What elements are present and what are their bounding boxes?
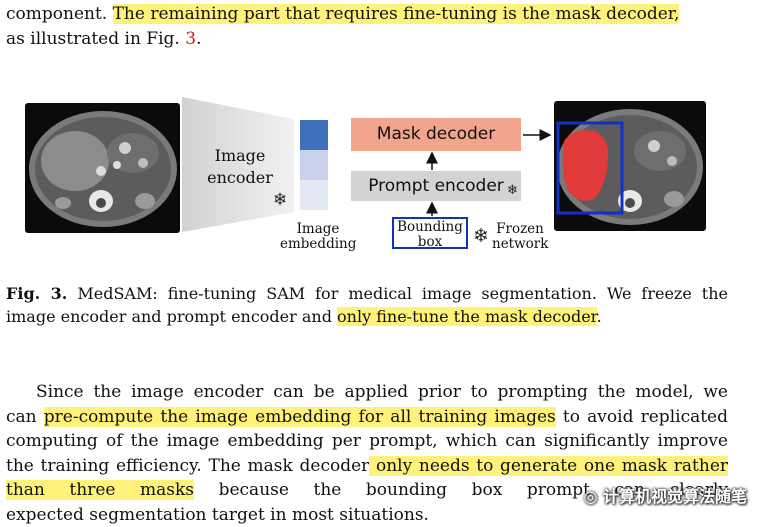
body-line3: computing of the image embedding per pro… (6, 431, 728, 451)
body-line5-post: because the bounding box prompt can clea… (194, 480, 728, 500)
watermark-icon: ◎ (583, 487, 603, 506)
medsam-figure: Image encoder ❄ Image embedding Mask dec… (0, 95, 757, 260)
image-embedding-label: Image embedding (280, 221, 357, 252)
watermark: ◎ 计算机视觉算法随笔 (583, 487, 747, 506)
embedding-cell-bottom (300, 180, 328, 210)
legend-snowflake-icon: ❄ (473, 225, 489, 247)
segmentation-mask (562, 130, 609, 201)
output-segmentation-image (554, 101, 706, 231)
encoder-frozen-snowflake-icon: ❄ (273, 190, 288, 210)
prompt-encoder-block: Prompt encoder (351, 171, 521, 201)
caption-highlight: only fine-tune the mask decoder (337, 307, 597, 326)
body-line4-plain: the training efficiency. The mask decode… (6, 455, 370, 476)
top-text-line2: as illustrated in Fig. (6, 28, 186, 49)
figure-reference-link[interactable]: 3 (185, 28, 197, 49)
caption-text-end: . (596, 307, 602, 326)
figure-caption: Fig. 3. MedSAM: fine-tuning SAM for medi… (6, 282, 728, 328)
top-text-line2-end: . (196, 28, 202, 49)
caption-text-line2: image encoder and prompt encoder and (6, 307, 338, 326)
flow-arrows (426, 129, 552, 216)
embedding-cell-mid (300, 150, 328, 180)
caption-text-line1: MedSAM: fine-tuning SAM for medical imag… (67, 284, 729, 303)
image-encoder-block (182, 97, 294, 232)
top-text-plain: component. (6, 4, 113, 24)
body-highlight-precompute: pre-compute the image embedding for all … (43, 406, 556, 427)
top-text-highlight: The remaining part that requires fine-tu… (112, 4, 680, 24)
mask-decoder-block: Mask decoder (351, 118, 521, 151)
bounding-box-prompt: Bounding box (392, 217, 468, 250)
body-highlight-three-masks: than three masks (6, 480, 195, 500)
body-line1: Since the image encoder can be applied p… (36, 382, 728, 402)
caption-label: Fig. 3. (6, 284, 68, 303)
top-paragraph: component. The remaining part that requi… (6, 2, 728, 51)
embedding-cell-top (300, 120, 328, 150)
body-line6: expected segmentation target in most sit… (6, 504, 429, 525)
body-highlight-one-mask: only needs to generate one mask rather (369, 455, 729, 476)
body-paragraph: Since the image encoder can be applied p… (6, 380, 729, 527)
input-ct-image (25, 103, 180, 233)
body-line2-post: to avoid replicated (555, 406, 728, 427)
image-embedding-stack (300, 120, 328, 210)
image-encoder-label: Image encoder (207, 146, 273, 187)
frozen-network-legend: Frozen network (492, 221, 549, 252)
prompt-frozen-snowflake-icon: ❄ (507, 183, 518, 198)
body-line2-pre: can (6, 406, 44, 427)
segmentation-bounding-box (556, 121, 624, 215)
